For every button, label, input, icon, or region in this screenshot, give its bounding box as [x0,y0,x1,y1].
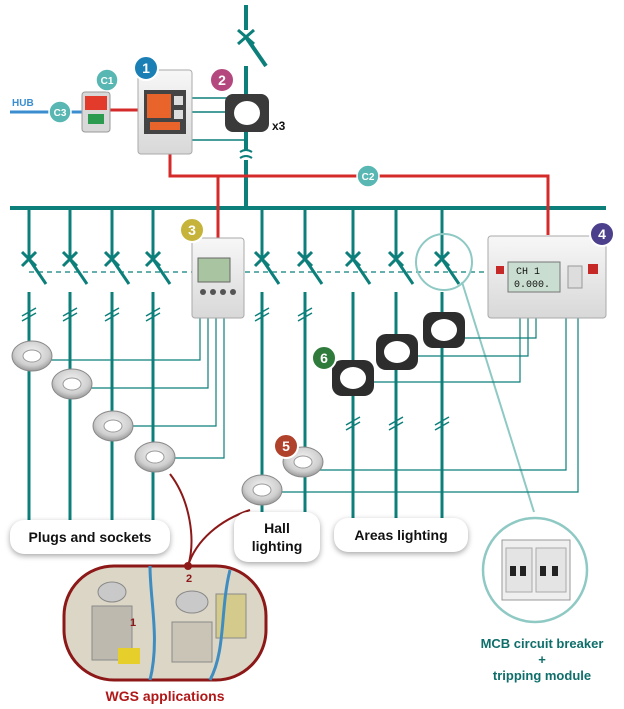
split-core-ct-2 [376,334,418,370]
device-4-multichannel-meter [487,235,607,319]
c2-label: C2 [362,172,375,183]
badge-4-number: 4 [598,226,606,242]
areas-lighting-label: Areas lighting [334,518,468,552]
feeder-4 [144,208,172,520]
mcb-callout-line [461,281,535,513]
feeder-hatches [21,307,450,431]
ct-ring-5a [241,474,283,506]
plugs-and-sockets-label: Plugs and sockets [10,520,170,554]
hall-lighting-text-line1: Hall [264,520,290,536]
wgs-pointer-dot [184,562,192,570]
feeder-2 [61,208,89,520]
ct-ring-3 [92,410,134,442]
ct-ring-2 [51,368,93,400]
mcb-caption-line2: + [538,652,546,667]
feeder-6 [296,208,324,520]
plugs-and-sockets-text: Plugs and sockets [28,529,152,545]
split-core-ct-3 [423,312,465,348]
badge-5-number: 5 [282,438,290,454]
feeder-3 [103,208,131,520]
main-ct [225,94,269,132]
badge-2-number: 2 [218,72,226,88]
feeder-7 [344,208,372,520]
mcb-caption-line1: MCB circuit breaker [480,636,604,651]
meter-display-line1: CH 1 [516,267,540,278]
feeder-1 [20,208,48,520]
ct-ring-4 [134,441,176,473]
areas-lighting-text: Areas lighting [354,527,448,543]
mcb-highlight-circle [415,233,473,291]
mcb-caption: MCB circuit breaker + tripping module [462,636,622,684]
c1-label: C1 [101,76,114,87]
wgs-inset [62,564,268,682]
split-core-ct-1 [332,360,374,396]
hall-lighting-text-line2: lighting [251,538,303,554]
wgs-marker-1: 1 [130,617,136,629]
feeder-5 [253,208,281,520]
hub-label: HUB [12,98,34,109]
wgs-applications-caption: WGS applications [105,688,225,704]
device-3-relay [191,237,245,319]
mcb-inset [481,516,589,624]
badge-3-number: 3 [188,222,196,238]
badge-1-number: 1 [142,60,150,76]
device-1-analyzer [137,69,193,155]
mcb-caption-line3: tripping module [492,668,592,683]
ct-ring-1 [11,340,53,372]
meter-display-line2: 0.000. [514,280,550,291]
feeder-8 [387,208,415,520]
feeder-9 [433,208,461,520]
badge-shapes [48,55,615,459]
ct-wiring [40,318,579,493]
wgs-marker-2: 2 [186,573,192,585]
c1-converter-module [81,91,111,133]
c3-label: C3 [54,108,67,119]
hall-lighting-label: Hall lighting [234,512,320,562]
badge-6-number: 6 [320,350,328,366]
ct-multiplier: x3 [272,119,286,133]
